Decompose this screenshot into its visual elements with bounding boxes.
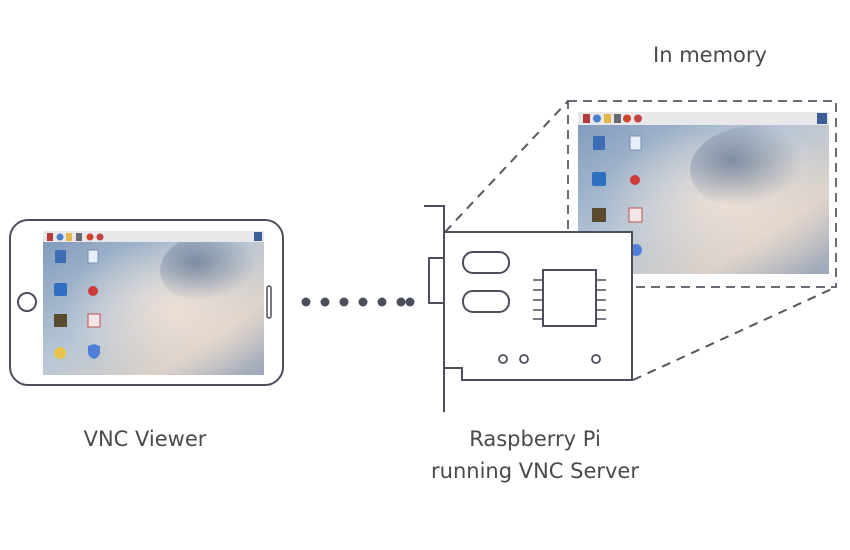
- projection-line-top: [444, 100, 569, 233]
- card-slot-bottom: [462, 290, 510, 313]
- shield-icon: [88, 344, 100, 359]
- minecraft-icon: [54, 314, 67, 327]
- vnc-icon: [54, 283, 67, 296]
- home-button[interactable]: [17, 292, 37, 312]
- vnc-server-label: running VNC Server: [431, 459, 639, 483]
- card-board: [443, 231, 633, 381]
- memory-desktop-icons: [592, 135, 643, 256]
- chip-pins: [533, 279, 606, 320]
- phone-taskbar-icons: [47, 232, 262, 241]
- trash-icon: [55, 250, 66, 263]
- in-memory-label: In memory: [653, 43, 767, 67]
- card-hole-2: [519, 354, 529, 364]
- connection-dots: [301, 297, 415, 307]
- card-hole-1: [498, 354, 508, 364]
- memory-desktop: [567, 100, 837, 288]
- card-slot-top: [462, 251, 510, 274]
- raspberry-icon: [88, 286, 98, 296]
- raspberry-pi-label: Raspberry Pi: [469, 427, 601, 451]
- raspberry-pi-card: [424, 205, 633, 412]
- memory-taskbar-icons: [583, 113, 827, 124]
- phone-desktop-icons: [54, 249, 101, 359]
- document-icon: [87, 249, 99, 264]
- card-chip: [542, 269, 597, 327]
- mathematica-icon: [87, 313, 101, 328]
- vnc-viewer-label: VNC Viewer: [83, 427, 207, 451]
- phone: [9, 219, 284, 386]
- card-bracket: [424, 205, 445, 412]
- projection-line-bottom: [632, 286, 837, 381]
- python-icon: [54, 347, 66, 359]
- card-port: [428, 257, 445, 304]
- card-hole-3: [591, 354, 601, 364]
